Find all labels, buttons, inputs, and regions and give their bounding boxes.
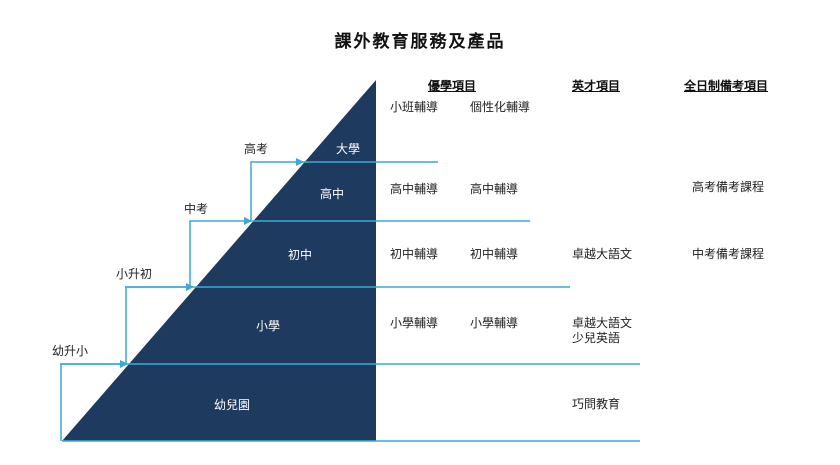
transition-youshengxiao: 幼升小 [52,344,89,358]
arrow-youshengxiao [60,360,128,441]
level-primary: 小學 [256,319,281,333]
cell-primary-c2a: 卓越大語文 [572,316,633,330]
cell-top-c1b: 個性化輔導 [470,100,531,114]
cell-kindergarten-c2: 巧問教育 [572,397,621,411]
arrow-zhongkao [189,217,252,287]
cell-junior-c3: 中考備考課程 [692,247,765,261]
level-senior: 高中 [320,187,345,201]
cell-senior-c1b: 高中輔導 [470,182,519,196]
transition-gaokao: 高考 [244,142,269,156]
cell-junior-c1b: 初中輔導 [470,247,519,261]
level-university: 大學 [336,142,361,156]
cell-junior-c1a: 初中輔導 [390,247,439,261]
transition-xiaoshengchu: 小升初 [116,267,153,281]
cell-senior-c3: 高考備考課程 [692,180,765,194]
pyramid-shape [62,80,376,441]
level-kindergarten: 幼兒園 [214,398,251,412]
level-junior: 初中 [288,248,313,262]
cell-senior-c1a: 高中輔導 [390,182,439,196]
header-col3: 全日制備考項目 [684,79,769,93]
header-col2: 英才項目 [572,79,621,93]
arrow-gaokao [250,158,304,221]
cell-primary-c1a: 小學輔導 [390,316,439,330]
cell-primary-c2b: 少兒英語 [572,331,621,345]
arrow-xiaoshengchu [125,283,194,364]
transition-zhongkao: 中考 [184,202,209,216]
cell-primary-c1b: 小學輔導 [470,316,519,330]
cell-top-c1a: 小班輔導 [390,100,439,114]
header-col1: 優學項目 [428,79,477,93]
page-title: 課外教育服務及產品 [334,32,506,52]
cell-junior-c2: 卓越大語文 [572,247,633,261]
